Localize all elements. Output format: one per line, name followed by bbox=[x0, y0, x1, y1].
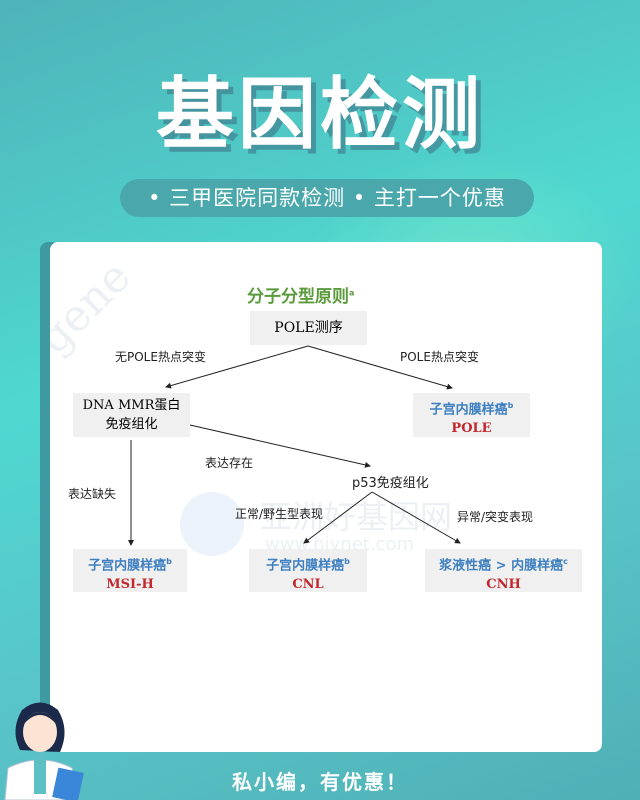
arrow-root-to-mmr bbox=[165, 345, 309, 389]
doctor-illustration bbox=[4, 702, 84, 800]
chart-title: 分子分型原则a bbox=[247, 287, 355, 307]
arrow-mmr-to-p53 bbox=[189, 424, 371, 468]
edge-label-no-pole: 无POLE热点突变 bbox=[115, 350, 206, 364]
edge-label-pole: POLE热点突变 bbox=[400, 350, 479, 364]
arrow-p53-to-cnl bbox=[303, 491, 373, 544]
node-mmr-ihc: DNA MMR蛋白免疫组化 bbox=[73, 393, 190, 437]
flowchart-card: gene 亚洲好基因网 www.hiynet.com 分子分型原则a POLE测… bbox=[50, 242, 602, 752]
edge-label-abnormal: 异常/突变表现 bbox=[457, 510, 534, 524]
flow-arrows bbox=[128, 345, 461, 546]
footer-cta: 私小编，有优惠！ bbox=[232, 770, 408, 794]
page-title: 基因检测 bbox=[155, 70, 484, 160]
edge-label-present: 表达存在 bbox=[205, 456, 254, 470]
edge-label-missing: 表达缺失 bbox=[68, 487, 117, 501]
subtitle-pill: • 三甲医院同款检测 • 主打一个优惠 bbox=[120, 179, 534, 217]
node-pole-sequencing: POLE测序 bbox=[250, 311, 367, 345]
node-p53-ihc: p53免疫组化 bbox=[352, 476, 429, 491]
watermark-logo bbox=[180, 492, 244, 556]
edge-label-normal: 正常/野生型表现 bbox=[235, 507, 324, 521]
arrow-root-to-pole bbox=[307, 345, 453, 390]
arrow-p53-to-cnh bbox=[371, 491, 461, 544]
